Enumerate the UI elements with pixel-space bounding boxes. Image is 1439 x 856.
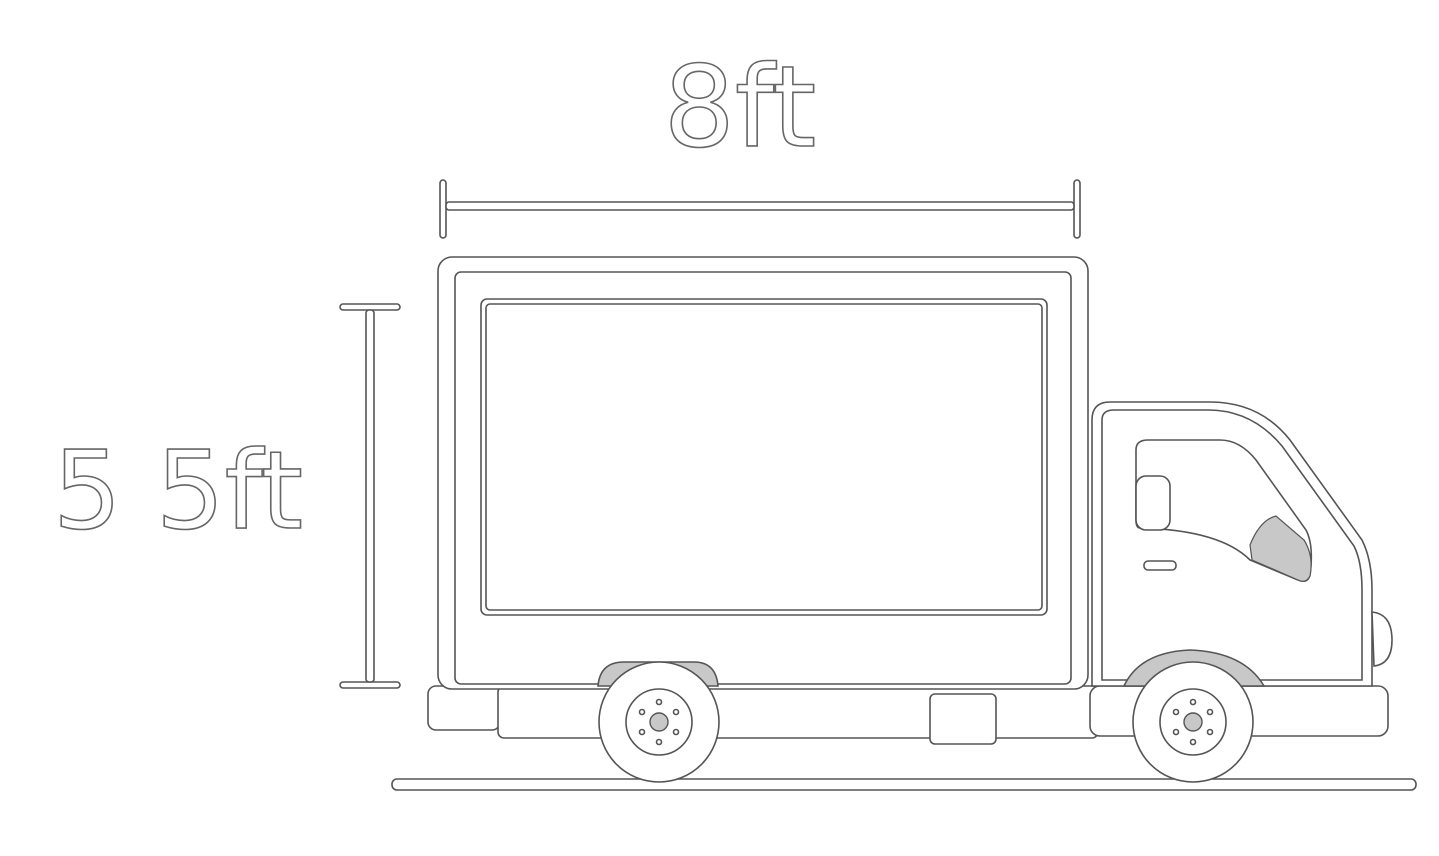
height-label: 5 5ft — [53, 429, 303, 554]
width-dimension-line — [439, 179, 1081, 239]
steering-wheel — [1249, 515, 1312, 582]
front-wheel — [1132, 661, 1254, 783]
headlight — [1371, 611, 1393, 667]
door-handle — [1143, 560, 1177, 571]
cargo-box — [437, 256, 1089, 690]
height-dimension-line — [339, 303, 401, 689]
rear-wheel — [598, 661, 720, 783]
truck-cab — [1091, 401, 1393, 687]
width-label: 8ft — [664, 43, 817, 173]
seat — [1135, 475, 1171, 531]
fuel-tank — [929, 693, 997, 745]
ground-line — [391, 778, 1417, 791]
